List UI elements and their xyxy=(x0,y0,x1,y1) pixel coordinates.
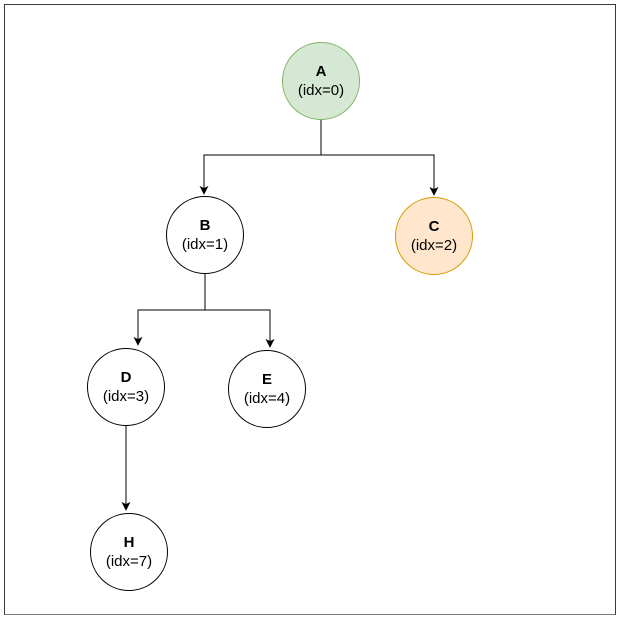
node-c: C (idx=2) xyxy=(395,197,473,275)
edge-A-B xyxy=(199,120,322,195)
edge-A-C xyxy=(320,120,439,196)
node-b-label: B xyxy=(199,217,211,234)
node-b-idx: (idx=1) xyxy=(181,236,229,253)
node-a-label: A xyxy=(315,63,327,80)
node-d-idx: (idx=3) xyxy=(102,388,150,405)
edge-B-D xyxy=(133,274,206,346)
node-d: D (idx=3) xyxy=(87,348,165,426)
node-h-label: H xyxy=(123,534,135,551)
node-h: H (idx=7) xyxy=(90,513,168,591)
edge-B-E xyxy=(204,274,275,348)
node-d-label: D xyxy=(120,369,132,386)
node-h-idx: (idx=7) xyxy=(105,553,153,570)
node-e-idx: (idx=4) xyxy=(243,390,291,407)
node-e-label: E xyxy=(261,371,272,388)
node-c-label: C xyxy=(428,218,440,235)
node-e: E (idx=4) xyxy=(228,350,306,428)
node-a: A (idx=0) xyxy=(282,42,360,120)
node-a-idx: (idx=0) xyxy=(297,82,345,99)
node-b: B (idx=1) xyxy=(166,196,244,274)
node-c-idx: (idx=2) xyxy=(410,237,458,254)
